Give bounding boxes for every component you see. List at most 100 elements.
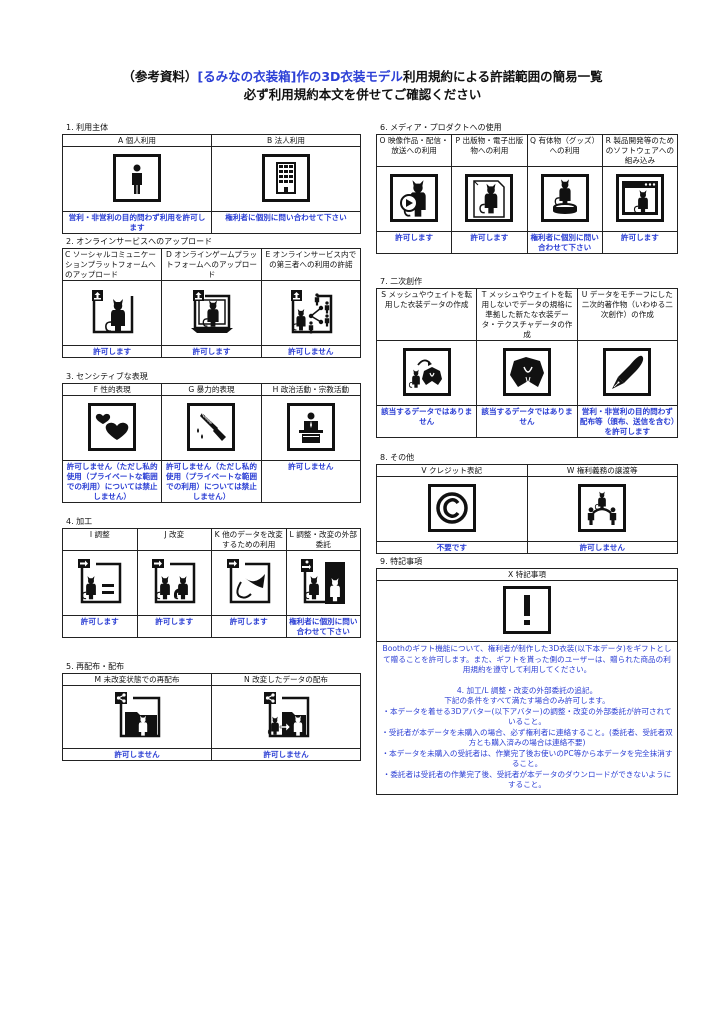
title-line-1: （参考資料）[るみなの衣装箱]作の3D衣装モデル利用規約による許諾範囲の簡易一覧 — [122, 69, 603, 84]
building-icon — [262, 153, 310, 202]
column-header: G 暴力的表現 — [161, 383, 262, 396]
share-folder-icon — [113, 691, 161, 740]
column-header: P 出版物・電子出版物への利用 — [451, 134, 528, 167]
column-header: J 改変 — [136, 528, 212, 551]
upload-monitor-icon — [187, 287, 236, 336]
permission-status: 許可します — [375, 231, 453, 254]
column-header: D オンラインゲームプラットフォームへのアップロード — [161, 248, 262, 281]
permission-table: V クレジット表記 W 権利義務の譲渡等 不要です 許可しません — [376, 464, 678, 554]
permission-status: 許可します — [161, 345, 262, 358]
publication-icon — [465, 173, 514, 222]
column-header: U データをモチーフにした二次的著作物（いわゆる二次創作）の作成 — [576, 288, 679, 341]
person-icon — [113, 153, 161, 202]
pen-nib-icon — [603, 347, 652, 396]
permission-status: 許可します — [601, 231, 679, 254]
column-header: R 製品開発等のためのソフトウェアへの組み込み — [601, 134, 679, 167]
column-header: B 法人利用 — [211, 134, 361, 147]
clothing-icon — [502, 347, 551, 396]
permission-table: M 未改変状態での再配布 N 改変したデータの配布 許可しません 許可しません — [62, 673, 361, 761]
mesh-transfer-icon — [402, 347, 451, 396]
section-label: 2. オンラインサービスへのアップロード — [66, 237, 213, 246]
column-header: A 個人利用 — [62, 134, 212, 147]
permission-status: 許可しません — [260, 460, 362, 503]
copyright-icon — [427, 483, 476, 532]
section-label: 9. 特記事項 — [380, 557, 423, 566]
column-header: H 政治活動・宗教活動 — [260, 383, 362, 396]
permission-status: 該当するデータではありません — [476, 405, 578, 438]
section-usage-subject: 1. 利用主体 A 個人利用 B 法人利用 営利・非営利の目的問わず利用を許可し… — [62, 122, 361, 234]
section-media-products: 6. メディア・プロダクトへの使用 O 映像作品・配信・放送への利用 P 出版物… — [375, 122, 679, 254]
column-header: Q 有体物（グッズ）への利用 — [526, 134, 603, 167]
section-redistribution: 5. 再配布・配布 M 未改変状態での再配布 N 改変したデータの配布 許可しま… — [62, 661, 361, 761]
exclamation-icon — [503, 585, 551, 634]
permission-status: 該当するデータではありません — [375, 405, 478, 438]
section-label: 1. 利用主体 — [66, 123, 109, 132]
title-line-2: 必ず利用規約本文を併せてご確認ください — [243, 87, 482, 102]
permission-status: 許可しません — [211, 748, 361, 761]
modify-icon — [150, 557, 199, 606]
section-label: 8. その他 — [380, 453, 415, 462]
column-header: E オンラインサービス内での第三者への利用の許諾 — [260, 248, 362, 281]
permission-status: 許可しません — [62, 748, 212, 761]
permission-status: 許可します — [136, 615, 212, 638]
reuse-parts-icon — [224, 557, 273, 606]
figure-icon — [540, 173, 589, 222]
column-header: K 他のデータを改変するための利用 — [211, 528, 287, 551]
column-header: V クレジット表記 — [376, 464, 528, 477]
permission-table: A 個人利用 B 法人利用 営利・非営利の目的問わず利用を許可します 権利者に個… — [62, 134, 361, 234]
permission-table: F 性的表現 G 暴力的表現 H 政治活動・宗教活動 許可しません（ただし私的使… — [61, 383, 362, 503]
permission-status: 許可しません（ただし私的使用（プライベートな範囲での利用）については禁止しません… — [161, 460, 262, 503]
hearts-icon — [88, 402, 137, 451]
permission-status: 許可します — [451, 231, 528, 254]
permission-status: 許可しません — [260, 345, 362, 358]
permission-status: 権利者に個別に問い合わせて下さい — [211, 211, 361, 234]
permission-status: 許可します — [62, 615, 138, 638]
column-header: S メッシュやウェイトを転用した衣装データの作成 — [375, 288, 478, 341]
permission-status: 許可しません — [526, 541, 678, 554]
note-condition: ・本データを着せる3Dアバター(以下アバター)の調整・改変の外部委託が許可されて… — [382, 706, 672, 727]
column-header: W 権利義務の譲渡等 — [526, 464, 678, 477]
column-header: T メッシュやウェイトを転用しないでデータの規格に準拠した新たな衣装データ・テク… — [476, 288, 578, 341]
section-label: 3. センシティブな表現 — [66, 372, 148, 381]
note-condition: ・本データを未購入の受託者は、作業完了後お使いのPC等から本データを完全抹消する… — [381, 748, 673, 769]
section-derivative-works: 7. 二次創作 S メッシュやウェイトを転用した衣装データの作成 T メッシュや… — [375, 276, 679, 438]
note-gift: Boothのギフト機能について、権利者が制作した3D衣装(以下本データ)をギフト… — [382, 644, 672, 674]
permission-status: 営利・非営利の目的問わず配布等（頒布、送信を含む）を許可します — [576, 405, 679, 438]
special-notes-table: X 特記事項 Boothのギフト機能について、権利者が制作した3D衣装(以下本デ… — [376, 568, 678, 795]
section-online-upload: 2. オンラインサービスへのアップロード C ソーシャルコミュニケーションプラッ… — [61, 236, 362, 358]
permission-status: 許可します — [61, 345, 163, 358]
permission-status: 権利者に個別に問い合わせて下さい — [285, 615, 361, 638]
column-header: O 映像作品・配信・放送への利用 — [375, 134, 453, 167]
column-header: C ソーシャルコミュニケーションプラットフォームへのアップロード — [61, 248, 163, 281]
upload-avatar-icon — [88, 287, 137, 336]
permission-status: 権利者に個別に問い合わせて下さい — [526, 231, 603, 254]
permission-status: 許可しません（ただし私的使用（プライベートな範囲での利用）については禁止しません… — [61, 460, 163, 503]
section-label: 4. 加工 — [66, 517, 93, 526]
transfer-rights-icon — [578, 483, 627, 532]
section-label: 6. メディア・プロダクトへの使用 — [380, 123, 502, 132]
note-outsource-heading: 4. 加工/L 調整・改変の外部委託の追記。 — [456, 685, 598, 695]
permission-status: 営利・非営利の目的問わず利用を許可します — [62, 211, 212, 234]
permission-table: O 映像作品・配信・放送への利用 P 出版物・電子出版物への利用 Q 有体物（グ… — [375, 134, 679, 254]
note-condition: ・委託者は受託者の作業完了後、受託者が本データのダウンロードができないようにする… — [382, 769, 672, 790]
video-icon — [390, 173, 439, 222]
column-header: M 未改変状態での再配布 — [62, 673, 212, 686]
special-notes-text: Boothのギフト機能について、権利者が制作した3D衣装(以下本データ)をギフト… — [377, 642, 677, 794]
note-condition-intro: 下記の条件をすべて満たす場合のみ許可します。 — [444, 696, 610, 705]
note-condition: ・受託者が本データを未購入の場合、必ず権利者に連絡すること。(委託者、受託者双方… — [381, 727, 673, 748]
share-modified-icon — [262, 691, 310, 740]
outsource-icon — [299, 557, 348, 606]
section-special-notes: 9. 特記事項 X 特記事項 Boothのギフト機能について、権利者が制作した3… — [376, 556, 678, 795]
permission-status: 不要です — [376, 541, 528, 554]
software-window-icon — [615, 173, 664, 222]
title-product-name: [るみなの衣装箱]作の3D衣装モデル — [197, 69, 403, 84]
section-label: 7. 二次創作 — [380, 277, 423, 286]
section-label: 5. 再配布・配布 — [66, 662, 125, 671]
knife-icon — [187, 402, 236, 451]
adjust-icon — [75, 557, 124, 606]
permission-table: I 調整 J 改変 K 他のデータを改変するための利用 L 調整・改変の外部委託… — [62, 528, 361, 638]
permission-table: C ソーシャルコミュニケーションプラットフォームへのアップロード D オンライン… — [61, 248, 362, 358]
column-header: F 性的表現 — [61, 383, 163, 396]
podium-icon — [286, 402, 335, 451]
column-header: N 改変したデータの配布 — [211, 673, 361, 686]
